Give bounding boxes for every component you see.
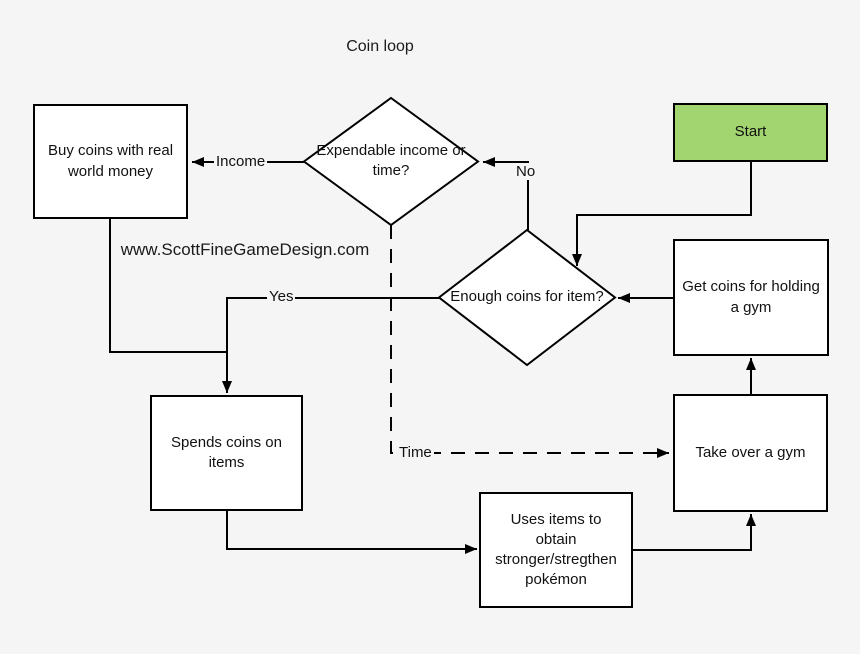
edge-uses-to-takeover (633, 514, 756, 551)
edge-label-yes: Yes (267, 288, 296, 305)
edge-spends-to-uses (226, 511, 477, 554)
edge-label-no: No (514, 163, 538, 180)
edge-buycoins-down (109, 219, 227, 353)
node-start-label: Start (734, 123, 767, 141)
node-spends-coins-label: Spends coins on items (171, 433, 282, 471)
edge-start-to-enough (572, 162, 752, 266)
node-uses-items-label: Uses items to obtain stronger/stregthen … (495, 510, 617, 589)
node-get-coins-label: Get coins for holding a gym (682, 278, 820, 316)
edge-label-income: Income (214, 153, 268, 170)
node-take-over-gym: Take over a gym (673, 394, 828, 512)
edge-yes (222, 297, 439, 393)
node-buy-coins: Buy coins with real world money (33, 104, 188, 219)
node-buy-coins-label: Buy coins with real world money (47, 142, 174, 180)
node-spends-coins: Spends coins on items (150, 395, 303, 511)
edge-time-dashed (390, 225, 669, 458)
node-start: Start (673, 103, 828, 162)
node-take-over-gym-label: Take over a gym (695, 443, 806, 461)
diamond-enough-coins (437, 228, 617, 367)
node-uses-items: Uses items to obtain stronger/stregthen … (479, 492, 633, 608)
edge-no (483, 157, 529, 230)
edge-label-time: Time (397, 444, 434, 461)
node-get-coins: Get coins for holding a gym (673, 239, 829, 356)
diamond-expendable-income (302, 96, 480, 227)
watermark-url: www.ScottFineGameDesign.com (120, 240, 370, 259)
diagram-title: Coin loop (346, 38, 414, 55)
